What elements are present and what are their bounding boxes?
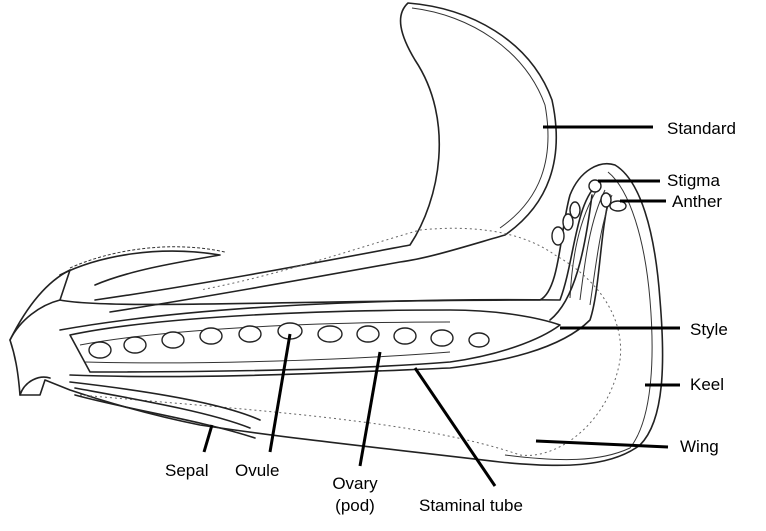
label-wing: Wing: [680, 437, 719, 456]
stigma: [588, 179, 602, 193]
ovules: [88, 322, 490, 359]
ovary: [69, 309, 561, 373]
leader-ovary: [358, 351, 382, 467]
leader-staminal-tube: [413, 367, 497, 487]
ovule: [88, 341, 112, 359]
anther: [609, 200, 627, 212]
label-sepal: Sepal: [165, 461, 209, 480]
leader-ovule: [268, 333, 292, 453]
standard-petal-inner: [411, 7, 549, 229]
ovule: [393, 327, 417, 345]
keel-petal: [9, 163, 664, 467]
ovule: [430, 329, 454, 347]
ovary-inner: [79, 321, 451, 364]
ovule: [161, 331, 185, 349]
leader-sepal: [202, 424, 214, 453]
anther: [562, 213, 574, 231]
label-ovary: Ovary: [332, 474, 378, 493]
style: [549, 194, 593, 321]
receptacle: [9, 299, 61, 396]
leader-wing: [535, 439, 669, 449]
ovule: [199, 327, 223, 345]
label-ovary-pod: (pod): [335, 496, 375, 515]
sepal: [69, 381, 261, 439]
ovule: [238, 325, 262, 343]
anther: [569, 201, 581, 219]
anther: [600, 192, 612, 208]
standard-petal: [94, 2, 558, 313]
label-standard: Standard: [667, 119, 736, 138]
label-anther: Anther: [672, 192, 723, 211]
ovule: [468, 332, 490, 348]
anther: [551, 226, 565, 246]
label-style: Style: [690, 320, 728, 339]
ovule: [317, 325, 343, 343]
label-keel: Keel: [690, 375, 725, 394]
wing-outline: [79, 227, 622, 456]
wing-petal-hatch: [69, 246, 226, 269]
label-stigma: Stigma: [667, 171, 720, 190]
label-staminal-tube: Staminal tube: [419, 496, 523, 515]
ovule: [123, 336, 147, 354]
label-ovule: Ovule: [235, 461, 280, 480]
wing-petal-top: [59, 250, 221, 286]
staminal-tube: [59, 181, 611, 378]
ovule: [356, 325, 380, 343]
